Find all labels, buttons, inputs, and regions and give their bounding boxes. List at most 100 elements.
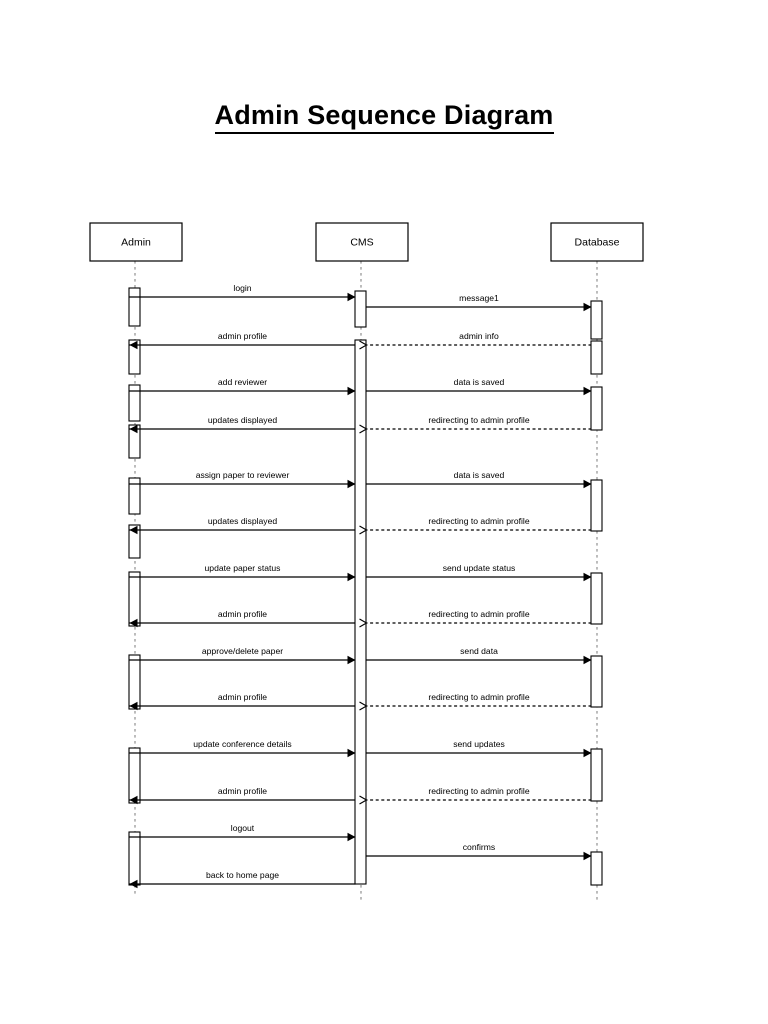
activation-bar-admin <box>128 571 141 627</box>
message-1[interactable]: login <box>129 283 356 302</box>
activation-bar-database <box>590 479 603 532</box>
message-label-9: assign paper to reviewer <box>196 470 290 480</box>
arrowhead-solid-16 <box>129 618 138 628</box>
activation-bar-cms <box>354 290 367 328</box>
message-18[interactable]: send data <box>366 646 592 665</box>
message-11[interactable]: redirecting to admin profile <box>359 516 592 535</box>
message-label-23: redirecting to admin profile <box>428 786 529 796</box>
message-label-10: data is saved <box>454 470 505 480</box>
message-5[interactable]: add reviewer <box>129 377 356 396</box>
message-label-8: updates displayed <box>208 415 277 425</box>
message-label-20: admin profile <box>218 692 267 702</box>
message-8[interactable]: updates displayed <box>129 415 356 434</box>
activation-bar-database <box>590 386 603 431</box>
message-label-12: updates displayed <box>208 516 277 526</box>
activation-bar-admin <box>128 831 141 886</box>
message-label-27: back to home page <box>206 870 279 880</box>
message-10[interactable]: data is saved <box>366 470 592 489</box>
message-label-15: redirecting to admin profile <box>428 609 529 619</box>
arrowhead-solid-26 <box>583 851 592 861</box>
activation-bar-admin <box>128 747 141 804</box>
message-14[interactable]: send update status <box>366 563 592 582</box>
message-15[interactable]: redirecting to admin profile <box>359 609 592 628</box>
message-label-14: send update status <box>443 563 516 573</box>
message-label-22: send updates <box>453 739 505 749</box>
arrowhead-open-3 <box>359 340 368 350</box>
message-21[interactable]: update conference details <box>129 739 356 758</box>
message-label-4: admin profile <box>218 331 267 341</box>
message-23[interactable]: redirecting to admin profile <box>359 786 592 805</box>
arrowhead-solid-21 <box>347 748 356 758</box>
message-12[interactable]: updates displayed <box>129 516 356 535</box>
arrowhead-solid-13 <box>347 572 356 582</box>
message-label-18: send data <box>460 646 498 656</box>
message-17[interactable]: approve/delete paper <box>129 646 356 665</box>
activation-bar-admin <box>128 477 141 515</box>
message-16[interactable]: admin profile <box>129 609 356 628</box>
arrowhead-solid-8 <box>129 424 138 434</box>
message-20[interactable]: admin profile <box>129 692 356 711</box>
arrowhead-open-15 <box>359 618 368 628</box>
participant-boxes-layer: Admin CMS Database <box>89 222 644 262</box>
message-22[interactable]: send updates <box>366 739 592 758</box>
message-label-11: redirecting to admin profile <box>428 516 529 526</box>
arrowhead-open-23 <box>359 795 368 805</box>
message-13[interactable]: update paper status <box>129 563 356 582</box>
activation-bar-admin <box>128 424 141 459</box>
page-title-text: Admin Sequence Diagram <box>214 100 554 134</box>
activation-bar-admin <box>128 287 141 327</box>
message-19[interactable]: redirecting to admin profile <box>359 692 592 711</box>
arrowhead-solid-2 <box>583 302 592 312</box>
arrowhead-solid-20 <box>129 701 138 711</box>
activations-layer <box>128 287 603 886</box>
activation-bar-admin <box>128 339 141 375</box>
message-4[interactable]: admin profile <box>129 331 356 350</box>
arrowhead-solid-25 <box>347 832 356 842</box>
arrowhead-solid-12 <box>129 525 138 535</box>
participant-box-admin[interactable]: Admin <box>89 222 183 262</box>
arrowhead-open-11 <box>359 525 368 535</box>
arrowhead-solid-18 <box>583 655 592 665</box>
message-27[interactable]: back to home page <box>129 870 356 889</box>
message-6[interactable]: data is saved <box>366 377 592 396</box>
activation-bar-cms <box>354 339 367 885</box>
message-26[interactable]: confirms <box>366 842 592 861</box>
activation-bar-database <box>590 655 603 708</box>
message-label-13: update paper status <box>205 563 281 573</box>
activation-bar-database <box>590 340 603 375</box>
message-2[interactable]: message1 <box>366 293 592 312</box>
activation-bar-admin <box>128 654 141 710</box>
message-7[interactable]: redirecting to admin profile <box>359 415 592 434</box>
message-label-5: add reviewer <box>218 377 267 387</box>
arrowhead-solid-17 <box>347 655 356 665</box>
message-label-2: message1 <box>459 293 499 303</box>
participant-box-database[interactable]: Database <box>550 222 644 262</box>
message-label-17: approve/delete paper <box>202 646 283 656</box>
arrowhead-solid-4 <box>129 340 138 350</box>
message-label-21: update conference details <box>193 739 291 749</box>
arrowhead-solid-9 <box>347 479 356 489</box>
arrowhead-solid-24 <box>129 795 138 805</box>
arrowhead-solid-27 <box>129 879 138 889</box>
messages-layer: login message1 admin info admin profile add … <box>129 283 592 889</box>
message-3[interactable]: admin info <box>359 331 592 350</box>
arrowhead-solid-14 <box>583 572 592 582</box>
message-label-19: redirecting to admin profile <box>428 692 529 702</box>
activation-bar-database <box>590 851 603 886</box>
message-9[interactable]: assign paper to reviewer <box>129 470 356 489</box>
message-label-1: login <box>233 283 251 293</box>
message-24[interactable]: admin profile <box>129 786 356 805</box>
message-25[interactable]: logout <box>129 823 356 842</box>
participant-label-cms: CMS <box>350 236 373 248</box>
arrowhead-solid-5 <box>347 386 356 396</box>
arrowhead-solid-1 <box>347 292 356 302</box>
page-title: Admin Sequence Diagram <box>0 100 768 134</box>
message-label-3: admin info <box>459 331 499 341</box>
message-label-25: logout <box>231 823 255 833</box>
message-label-6: data is saved <box>454 377 505 387</box>
activation-bar-database <box>590 748 603 802</box>
message-label-24: admin profile <box>218 786 267 796</box>
participant-box-cms[interactable]: CMS <box>315 222 409 262</box>
